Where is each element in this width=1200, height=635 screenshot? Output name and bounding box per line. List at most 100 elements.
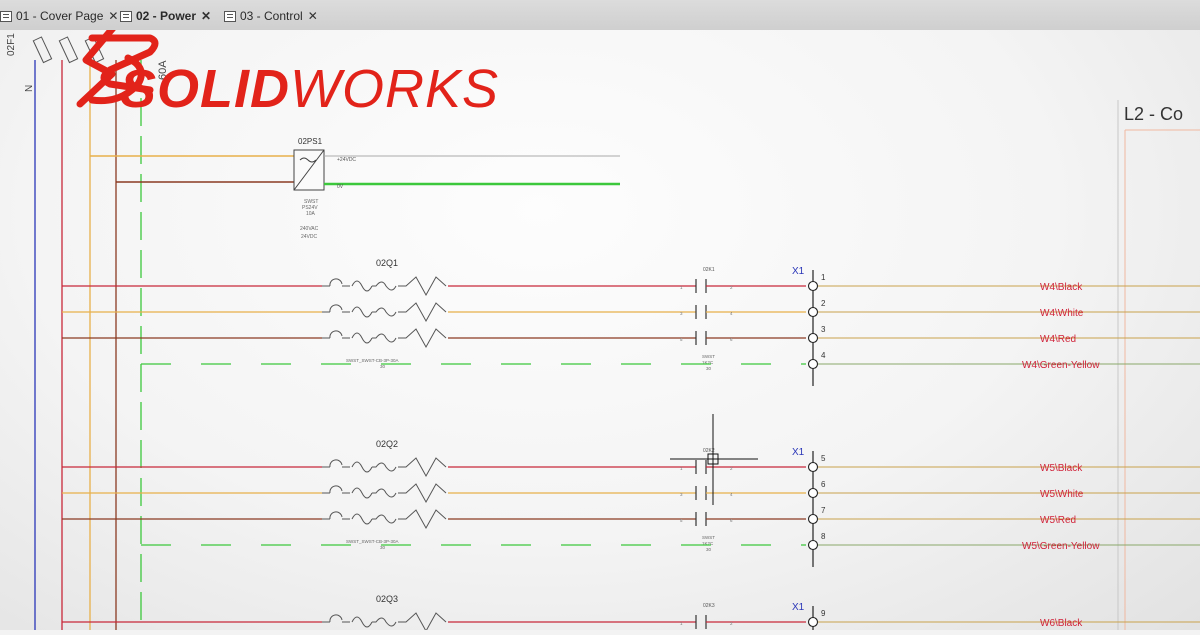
breaker-coil	[372, 514, 397, 524]
tab-control[interactable]: 03 - Control ✕	[224, 6, 318, 26]
breaker-contact	[322, 330, 350, 339]
breaker-thermal	[351, 332, 373, 344]
contactor-tag: 02K1	[703, 267, 715, 273]
contactor-tag: 02K3	[703, 603, 715, 609]
close-icon[interactable]: ✕	[201, 9, 212, 23]
terminal-number: 7	[821, 506, 826, 515]
pin-number: 3	[680, 492, 683, 497]
pin-number: 2	[730, 285, 733, 290]
wire-label: W4\White	[1040, 308, 1084, 319]
breaker-coil	[372, 488, 397, 498]
close-icon[interactable]: ✕	[108, 9, 119, 23]
bus-rating-label: 60A	[157, 60, 169, 80]
pin-number: 6	[730, 337, 733, 342]
breaker-tag: 02Q3	[376, 594, 398, 604]
tab-power[interactable]: 02 - Power ✕	[120, 6, 211, 26]
terminal-number: 1	[821, 273, 826, 282]
motor-circuits: 02Q1SWST_SWST-CB-3P-30A3002K1SWST1K2C30X…	[62, 258, 1200, 633]
wire-label: W4\Green-Yellow	[1022, 360, 1100, 371]
power-supply-spec: SWST	[304, 199, 318, 205]
terminal	[807, 487, 819, 499]
pin-number: 2	[730, 621, 733, 626]
cursor-box	[707, 453, 719, 465]
contactor-part: 1K2C	[702, 541, 714, 546]
wire-label: W4\Black	[1040, 282, 1083, 293]
breaker-part: SWST_SWST-CB-3P-30A	[346, 358, 399, 363]
breaker-magnetic	[398, 276, 447, 297]
wire-label: W4\Red	[1040, 334, 1076, 345]
tab-label: 01 - Cover Page	[16, 9, 104, 23]
breaker-thermal	[351, 513, 373, 525]
tab-cover-page[interactable]: 01 - Cover Page ✕	[0, 6, 118, 26]
wire-label: W5\Red	[1040, 515, 1076, 526]
solidworks-logo: SOLIDWORKS	[120, 58, 499, 120]
power-supply-spec: PS24V	[302, 205, 318, 211]
wire-label: W6\Black	[1040, 618, 1083, 629]
tab-label: 03 - Control	[240, 9, 303, 23]
power-supply-tag: 02PS1	[298, 137, 323, 146]
terminal-number: 5	[821, 454, 826, 463]
contactor-rating: 30	[706, 547, 712, 552]
terminal	[807, 332, 819, 344]
terminal-number: 3	[821, 325, 826, 334]
brand-light: WORKS	[290, 59, 500, 119]
page-icon	[0, 10, 12, 22]
contactor-part: 1K2C	[702, 360, 714, 365]
terminal-strip-label: X1	[792, 447, 805, 458]
breaker-tag: 02Q2	[376, 439, 398, 449]
pin-number: 1	[680, 621, 683, 626]
breaker-contact	[322, 614, 350, 623]
power-supply-02PS1[interactable]: 02PS1 +24VDC 0V SWST PS24V 10A 240VAC 24…	[90, 137, 620, 240]
neutral-label: N	[24, 85, 35, 92]
breaker-contact	[322, 278, 350, 287]
breaker-contact	[322, 304, 350, 313]
power-supply-out-plus: +24VDC	[337, 157, 356, 163]
pin-number: 2	[730, 466, 733, 471]
breaker-rating: 30	[380, 364, 386, 369]
pin-number: 6	[730, 518, 733, 523]
tab-label: 02 - Power	[136, 9, 197, 23]
terminal-number: 2	[821, 299, 826, 308]
breaker-magnetic	[398, 612, 447, 633]
pin-number: 1	[680, 466, 683, 471]
breaker-rating: 30	[380, 545, 386, 550]
pin-number: 5	[680, 518, 683, 523]
contactor-part: SWST	[702, 354, 715, 359]
terminal	[807, 461, 819, 473]
page-icon	[224, 10, 236, 22]
breaker-thermal	[351, 616, 373, 628]
contactor-part: SWST	[702, 535, 715, 540]
breaker-thermal	[351, 461, 373, 473]
power-supply-spec: 24VDC	[301, 234, 318, 240]
terminal-number: 6	[821, 480, 826, 489]
breaker-magnetic	[398, 483, 447, 504]
document-tab-bar: 01 - Cover Page ✕ 02 - Power ✕ 03 - Cont…	[0, 0, 1200, 31]
sheet-title: L2 - Co	[1124, 104, 1183, 124]
breaker-thermal	[351, 306, 373, 318]
breaker-coil	[372, 462, 397, 472]
pin-number: 4	[730, 311, 733, 316]
terminal	[807, 539, 819, 551]
breaker-coil	[372, 307, 397, 317]
terminal-number: 8	[821, 532, 826, 541]
breaker-magnetic	[398, 457, 447, 478]
terminal	[807, 513, 819, 525]
contactor-rating: 30	[706, 366, 712, 371]
breaker-magnetic	[398, 328, 447, 349]
breaker-thermal	[351, 487, 373, 499]
wire-label: W5\White	[1040, 489, 1084, 500]
pin-number: 1	[680, 285, 683, 290]
terminal	[807, 358, 819, 370]
wire-label: W5\Green-Yellow	[1022, 541, 1100, 552]
wire-label: W5\Black	[1040, 463, 1083, 474]
pin-number: 3	[680, 311, 683, 316]
breaker-coil	[372, 617, 397, 627]
schematic-canvas[interactable]: 02F1 N 60A L2 - Co 02PS1 +24VDC 0V SWST …	[0, 18, 1200, 633]
breaker-tag: 02Q1	[376, 258, 398, 268]
terminal-strip-label: X1	[792, 266, 805, 277]
breaker-magnetic	[398, 302, 447, 323]
contactor-tag: 02K2	[703, 448, 715, 454]
breaker-thermal	[351, 280, 373, 292]
breaker-contact	[322, 511, 350, 520]
close-icon[interactable]: ✕	[307, 9, 318, 23]
